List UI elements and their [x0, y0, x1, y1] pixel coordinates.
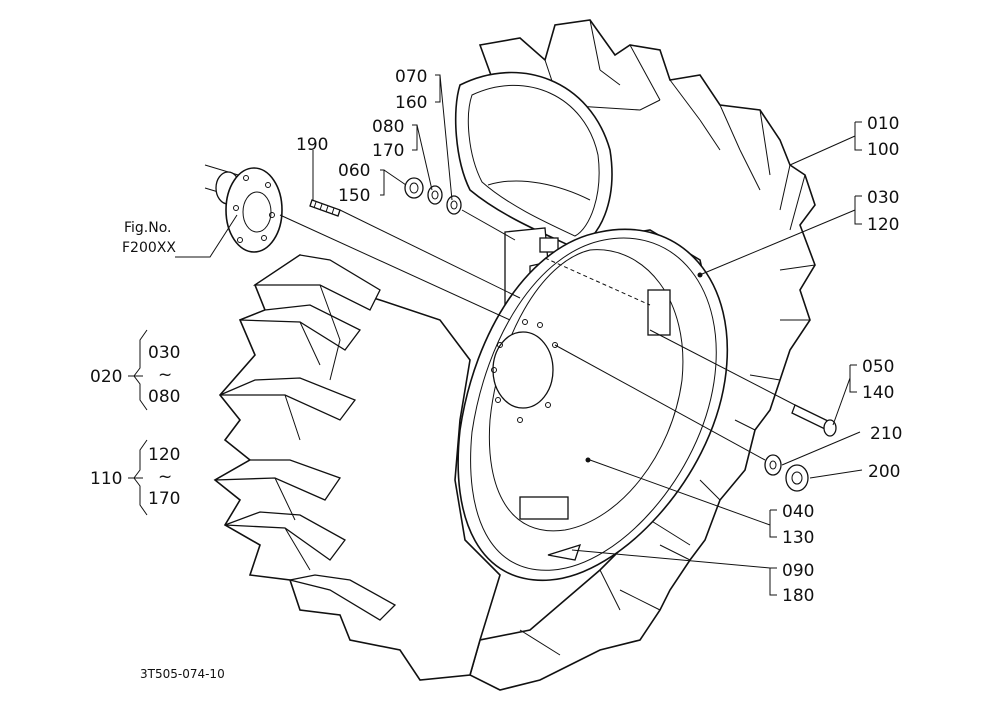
drawing-number: 3T505-074-10 — [140, 667, 225, 681]
group-020-to: 080 — [148, 387, 180, 407]
axle-hub — [204, 164, 283, 253]
stud-bolt — [309, 199, 341, 217]
rim — [457, 228, 729, 581]
group-110-tilde: ~ — [158, 467, 172, 487]
callout-100: 100 — [867, 140, 899, 160]
callout-050: 050 — [862, 357, 894, 377]
group-020-label: 020 — [90, 367, 122, 387]
callout-210: 210 — [870, 424, 902, 444]
callout-010: 010 — [867, 114, 899, 134]
callout-190: 190 — [296, 135, 328, 155]
callout-070: 070 — [395, 67, 427, 87]
figure-ref-line1: Fig.No. — [124, 220, 172, 236]
callout-090: 090 — [782, 561, 814, 581]
nut-and-washers — [404, 177, 462, 215]
bolt-washer-nut — [764, 404, 837, 492]
callout-170: 170 — [372, 141, 404, 161]
callout-130: 130 — [782, 528, 814, 548]
group-110-from: 120 — [148, 445, 180, 465]
callout-120: 120 — [867, 215, 899, 235]
group-110-label: 110 — [90, 469, 122, 489]
callout-030: 030 — [867, 188, 899, 208]
group-020-from: 030 — [148, 343, 180, 363]
callout-160: 160 — [395, 93, 427, 113]
callout-060: 060 — [338, 161, 370, 181]
tire-front-half — [213, 253, 501, 681]
group-brackets — [128, 329, 148, 516]
callout-200: 200 — [868, 462, 900, 482]
group-020-tilde: ~ — [158, 365, 172, 385]
callout-labels: 010 100 030 120 050 140 210 200 040 130 … — [90, 67, 902, 681]
callout-080: 080 — [372, 117, 404, 137]
leader-lines — [175, 74, 863, 596]
group-110-to: 170 — [148, 489, 180, 509]
assembly-lines — [279, 209, 796, 461]
callout-150: 150 — [338, 186, 370, 206]
callout-180: 180 — [782, 586, 814, 606]
figure-ref-line2: F200XX — [122, 240, 176, 256]
callout-140: 140 — [862, 383, 894, 403]
callout-040: 040 — [782, 502, 814, 522]
